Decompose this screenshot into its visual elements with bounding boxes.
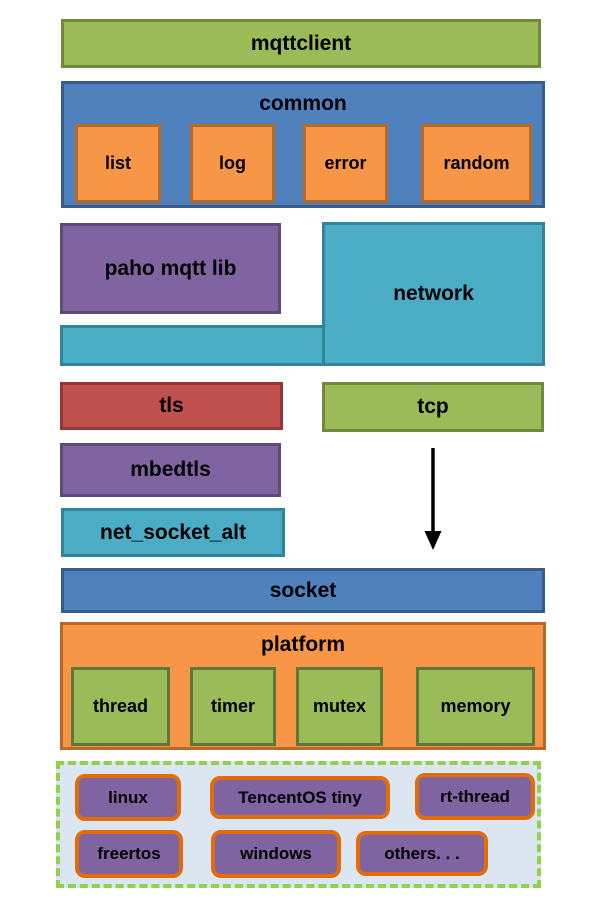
network-extension-bar: [60, 325, 322, 366]
block-list: list: [75, 124, 161, 203]
block-platform: platform thread timer mutex memory: [60, 622, 546, 750]
block-mbedtls: mbedtls: [60, 443, 281, 497]
block-tls: tls: [60, 382, 283, 430]
block-thread: thread: [71, 667, 170, 746]
block-socket: socket: [61, 568, 545, 613]
block-timer: timer: [190, 667, 276, 746]
block-log: log: [190, 124, 275, 203]
block-random: random: [421, 124, 532, 203]
block-freertos: freertos: [75, 830, 183, 878]
block-others: others. . .: [356, 831, 488, 876]
block-linux: linux: [75, 774, 181, 821]
block-common-title: common: [259, 92, 347, 115]
block-tencentos-tiny: TencentOS tiny: [210, 776, 390, 819]
block-memory: memory: [416, 667, 535, 746]
os-support-area: linux TencentOS tiny rt-thread freertos …: [56, 761, 541, 888]
block-net-socket-alt: net_socket_alt: [61, 508, 285, 557]
block-tcp: tcp: [322, 382, 544, 432]
block-windows: windows: [211, 830, 341, 878]
block-network: network: [322, 222, 545, 366]
block-mutex: mutex: [296, 667, 383, 746]
block-mqttclient: mqttclient: [61, 19, 541, 68]
block-common: common list log error random: [61, 81, 545, 208]
block-paho-mqtt-lib: paho mqtt lib: [60, 223, 281, 314]
block-error: error: [303, 124, 388, 203]
block-platform-title: platform: [261, 633, 345, 656]
tcp-to-socket-arrow-icon: [424, 448, 442, 550]
block-rt-thread: rt-thread: [415, 773, 535, 820]
